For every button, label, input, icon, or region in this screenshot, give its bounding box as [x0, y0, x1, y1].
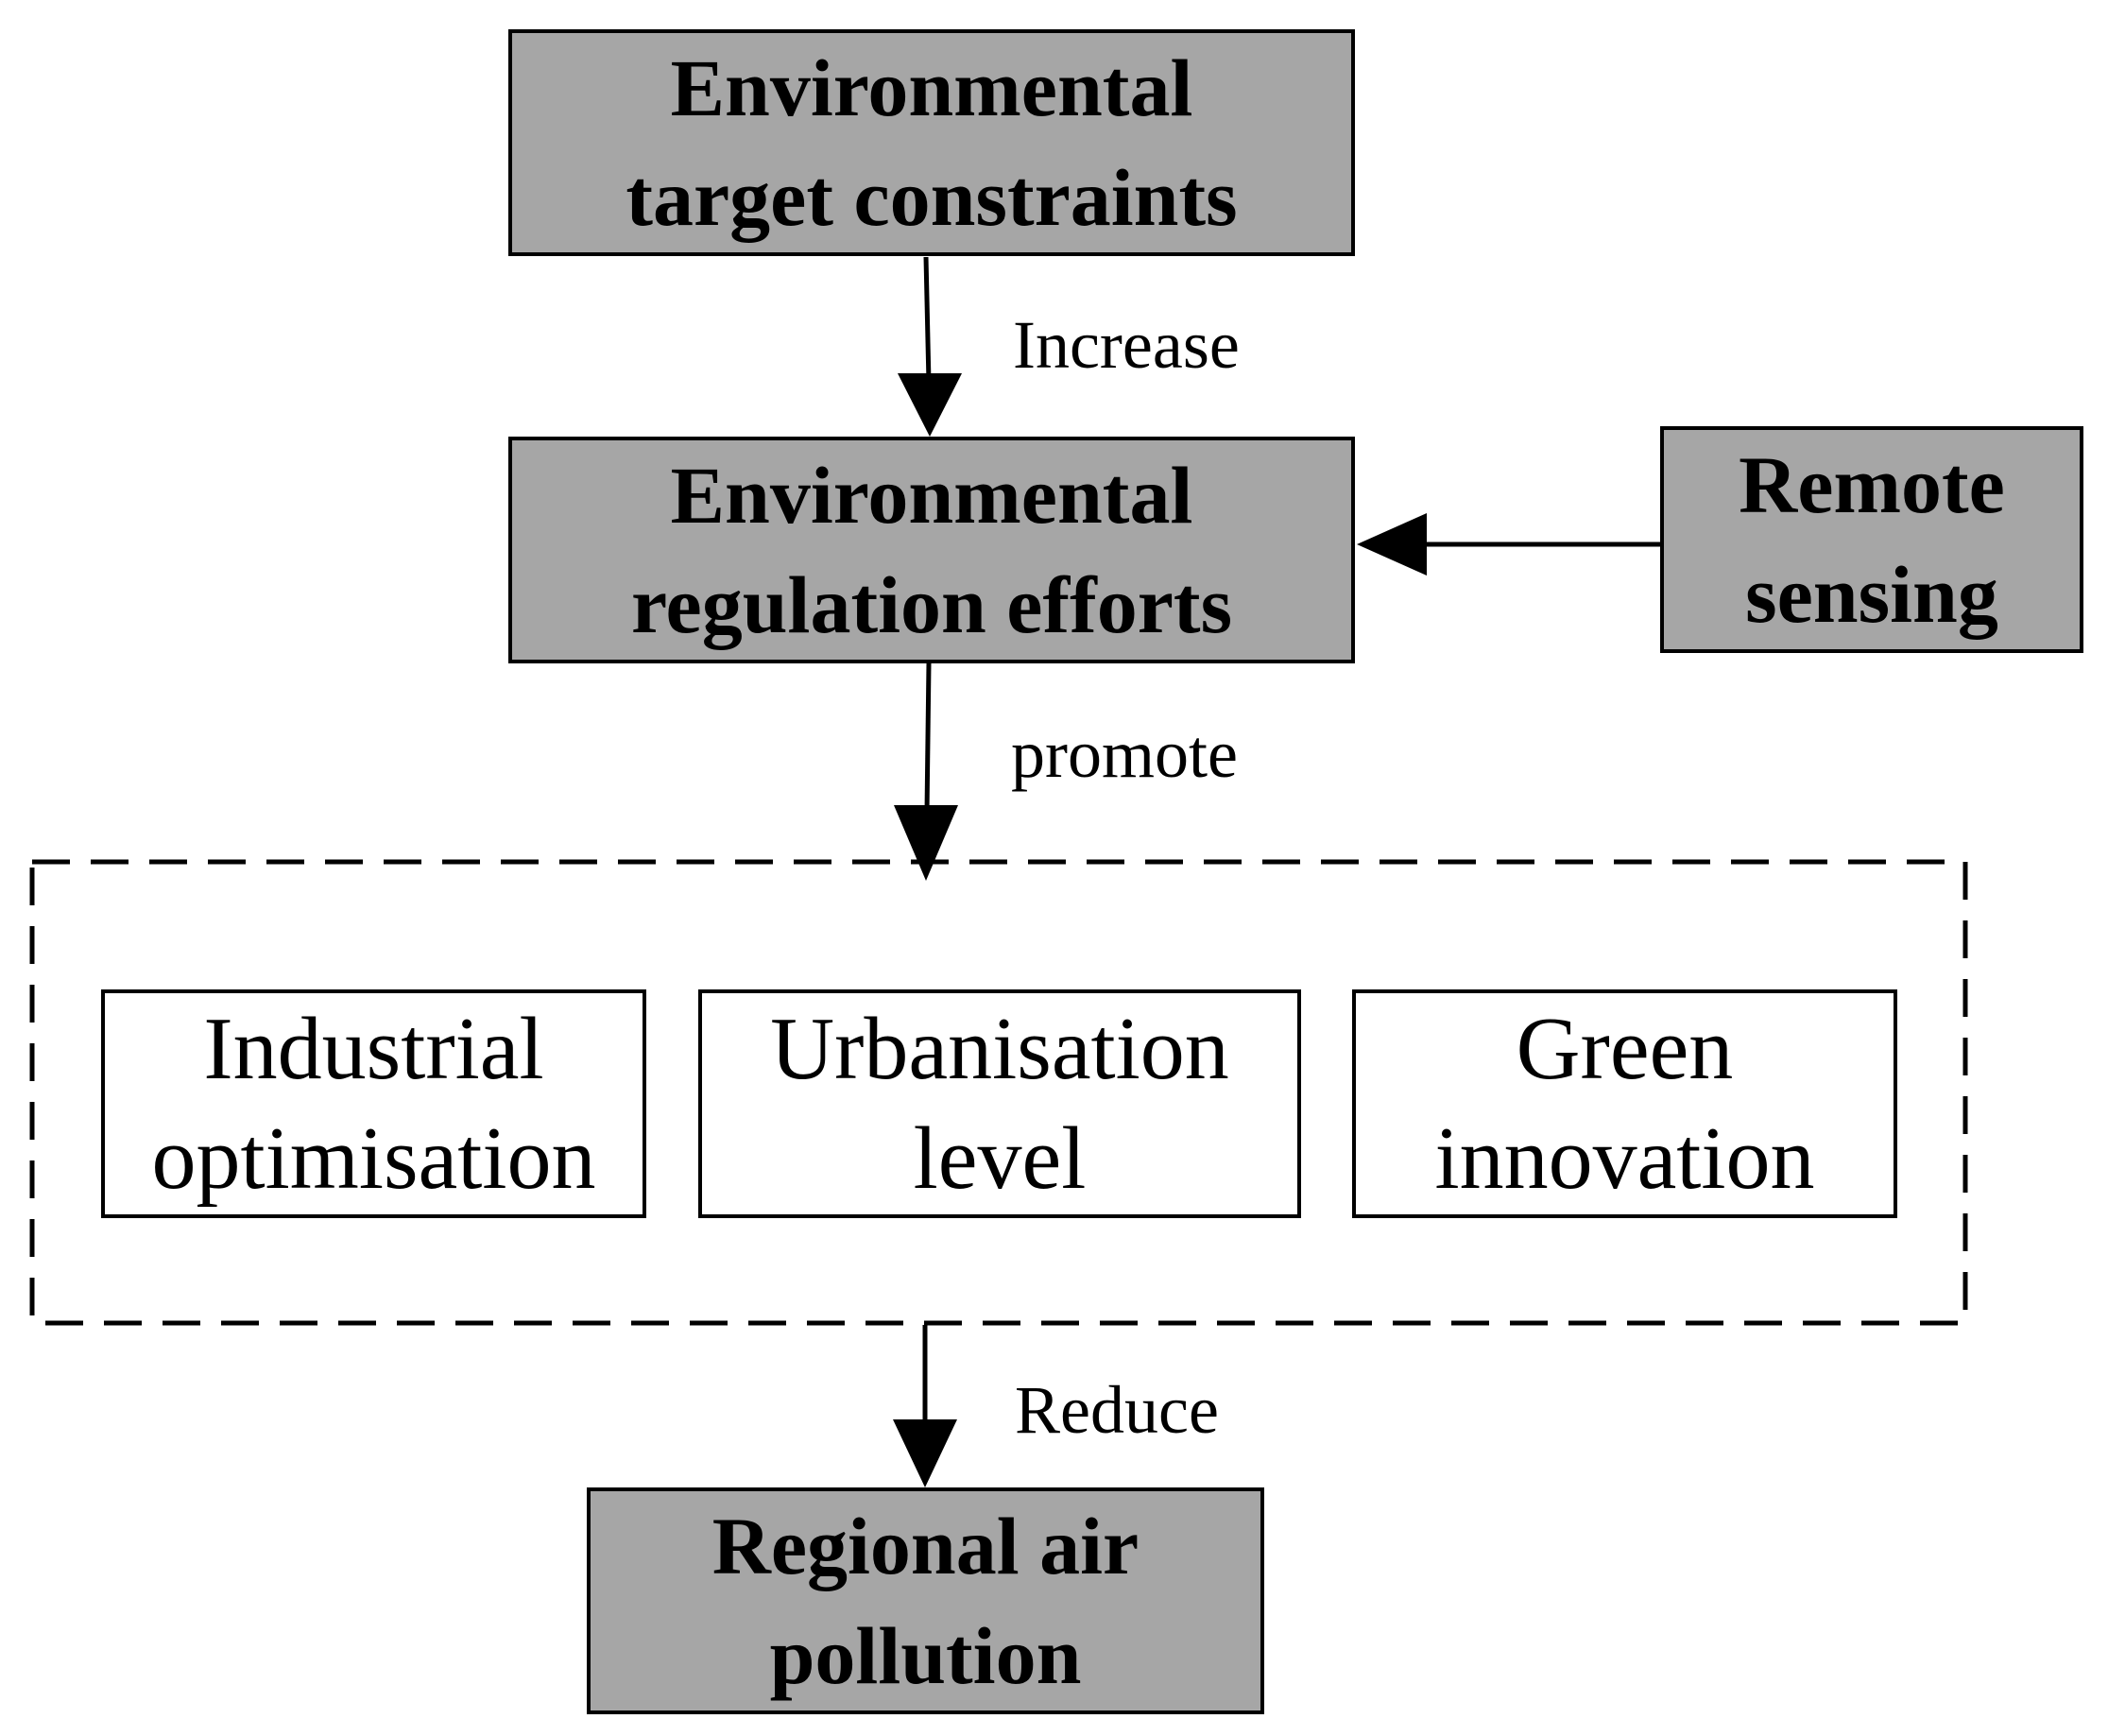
node-environmental-regulation-efforts: Environmental regulation efforts [508, 437, 1355, 663]
node-label-line: Remote [1739, 439, 2005, 530]
node-green-innovation: Green innovation [1352, 989, 1897, 1218]
node-label-line: regulation efforts [630, 559, 1233, 650]
node-label-line: optimisation [151, 1109, 596, 1208]
node-regional-air-pollution: Regional air pollution [587, 1487, 1264, 1714]
node-label-line: pollution [769, 1610, 1082, 1701]
node-label-line: level [913, 1109, 1087, 1208]
arrow-reduce [893, 1325, 957, 1487]
edge-label-reduce: Reduce [1015, 1372, 1219, 1448]
factor-group-dashed-frame [29, 859, 1968, 1326]
node-label-line: Industrial [203, 1000, 544, 1098]
node-environmental-target-constraints: Environmental target constraints [508, 29, 1355, 256]
arrow-increase [898, 256, 962, 437]
node-label-line: Urbanisation [770, 1000, 1229, 1098]
edge-label-increase: Increase [1013, 307, 1240, 383]
node-industrial-optimisation: Industrial optimisation [101, 989, 646, 1218]
node-urbanisation-level: Urbanisation level [698, 989, 1301, 1218]
node-label-line: innovation [1434, 1109, 1815, 1208]
node-label-line: Environmental [670, 43, 1193, 133]
arrow-remote-sensing [1357, 513, 1660, 576]
node-label-line: Regional air [711, 1501, 1140, 1591]
node-remote-sensing: Remote sensing [1660, 426, 2083, 653]
node-label-line: target constraints [626, 152, 1238, 243]
node-label-line: Green [1516, 1000, 1734, 1098]
arrow-promote [894, 662, 958, 881]
node-label-line: Environmental [670, 450, 1193, 541]
node-label-line: sensing [1745, 549, 1998, 640]
edge-label-promote: promote [1011, 716, 1238, 792]
